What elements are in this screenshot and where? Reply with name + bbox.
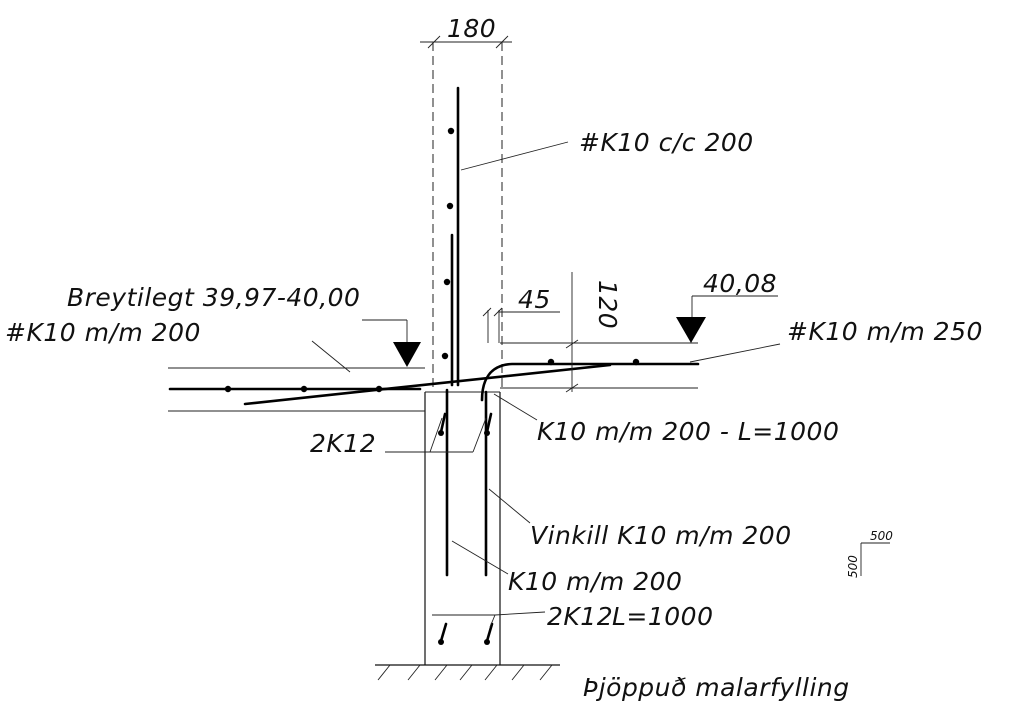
left-slab-rebars — [168, 363, 612, 406]
slab-outline — [168, 342, 698, 412]
upper-2k12-label: 2K12 — [310, 429, 376, 458]
upper-wall-outline — [432, 42, 503, 392]
wall-width-label: 180 — [447, 14, 496, 43]
left-mesh-label: #K10 m/m 200 — [5, 318, 201, 347]
upper-2k12-bars — [438, 412, 493, 436]
dim-120-label: 120 — [593, 280, 622, 329]
wall-width-dimension: 180 — [420, 14, 512, 49]
right-slab-rebars — [480, 358, 700, 402]
lower-length-label: L=1000 — [612, 602, 714, 631]
dowel-label: K10 m/m 200 - L=1000 — [537, 417, 839, 446]
leader-lines — [311, 141, 781, 628]
level-top-label: 40,08 — [703, 269, 777, 298]
lower-2k12-label: 2K12 — [547, 602, 613, 631]
wall-rebar-label: #K10 c/c 200 — [579, 128, 754, 157]
dimension-120: 120 — [565, 272, 622, 393]
angle-bar-label: Vinkill K10 m/m 200 — [530, 521, 792, 550]
fill-label: Þjöppuð malarfylling — [583, 673, 850, 702]
lower-wall-outline — [424, 392, 501, 665]
leg-length-symbol: 500 500 — [846, 529, 893, 578]
vertical-k10-label: K10 m/m 200 — [508, 567, 682, 596]
lower-2k12-bars — [438, 622, 494, 645]
leg-top-label: 500 — [870, 529, 893, 543]
dimension-45: 45 — [482, 285, 560, 343]
ground-line — [375, 664, 560, 681]
wall-bar-dots — [441, 127, 455, 360]
wall-rebars — [445, 86, 488, 577]
variable-level-label: Breytilegt 39,97-40,00 — [67, 283, 360, 312]
right-mesh-label: #K10 m/m 250 — [787, 317, 983, 346]
dim-45-label: 45 — [518, 285, 551, 314]
level-marker-right — [676, 295, 778, 343]
level-marker-left — [362, 319, 421, 367]
leg-side-label: 500 — [846, 555, 860, 578]
